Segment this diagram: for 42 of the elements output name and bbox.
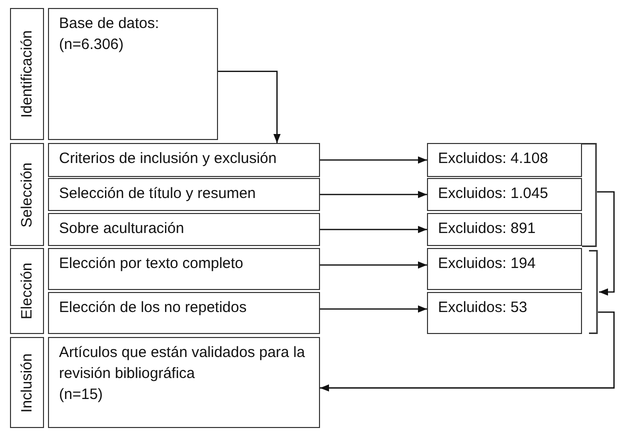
stage-label: Inclusión [18, 352, 36, 412]
stage-label: Elección [18, 262, 36, 320]
box-text: Sobre aculturación [59, 219, 186, 239]
process-box [48, 248, 320, 290]
arrow [597, 191, 615, 296]
box-text: Excluidos: 194 [438, 254, 537, 274]
stage-label: Selección [18, 162, 36, 228]
process-box [48, 8, 218, 140]
stage-band [10, 337, 44, 428]
arrow [320, 305, 427, 313]
box-text: Artículos que están validados para la revisión bibliográfica [59, 343, 306, 384]
arrow [320, 312, 615, 392]
box-text: Excluidos: 1.045 [438, 184, 550, 204]
process-box [48, 178, 320, 211]
arrow [320, 226, 427, 234]
excluded-box [427, 178, 582, 211]
excluded-box [427, 213, 582, 246]
process-box [48, 292, 320, 334]
box-text: Excluidos: 891 [438, 219, 537, 239]
arrow [320, 261, 427, 269]
stage-band [10, 8, 44, 140]
box-text: Elección de los no repetidos [59, 298, 248, 318]
excluded-box [427, 248, 582, 290]
box-text: Criterios de inclusión y exclusión [59, 149, 278, 169]
box-text: (n=15) [59, 385, 104, 405]
stage-band [10, 248, 44, 334]
arrow [320, 156, 427, 164]
excluded-box [427, 292, 582, 334]
box-text: Excluidos: 53 [438, 298, 528, 318]
box-text: (n=6.306) [59, 35, 125, 55]
stage-band [10, 143, 44, 246]
process-box [48, 337, 320, 428]
box-text: Base de datos: [59, 14, 160, 34]
process-box [48, 143, 320, 177]
box-text: Excluidos: 4.108 [438, 149, 550, 169]
box-text: Selección de título y resumen [59, 184, 257, 204]
arrow [218, 70, 281, 143]
stage-label: Identificación [18, 30, 36, 118]
excluded-box [427, 143, 582, 177]
box-text: Elección por texto completo [59, 254, 244, 274]
arrow [320, 190, 427, 198]
process-box [48, 213, 320, 246]
